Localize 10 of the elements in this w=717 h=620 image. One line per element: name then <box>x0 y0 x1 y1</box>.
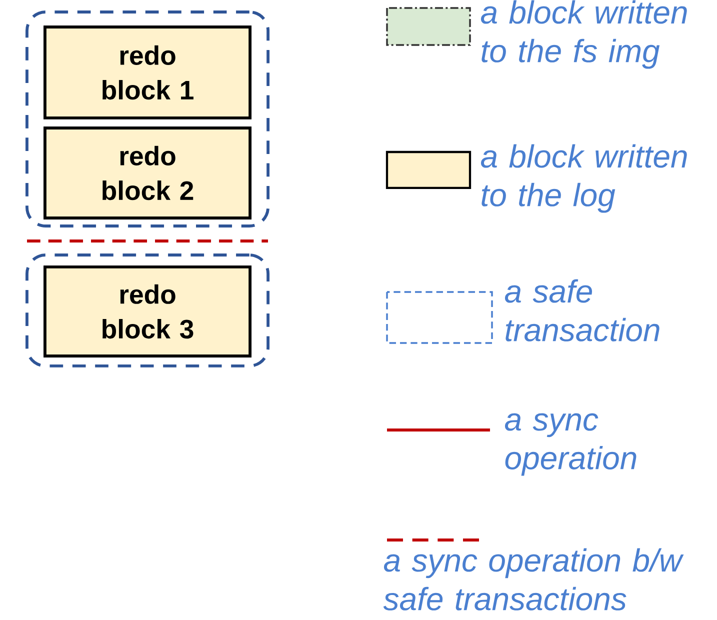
legend-text: a sync operation b/w safe transactions <box>383 548 684 610</box>
legend-text: a safe transaction <box>504 279 660 342</box>
redo-block: redo block 1 <box>44 26 252 120</box>
transaction-box <box>26 254 270 368</box>
transaction-box <box>26 10 270 228</box>
redo-block: redo block 2 <box>44 126 252 220</box>
redo-block: redo block 3 <box>44 266 252 358</box>
legend-text: a block written to the fs img <box>480 0 687 69</box>
legend-text: a block written to the log <box>480 144 687 213</box>
legend-text: a sync operation <box>504 413 636 476</box>
